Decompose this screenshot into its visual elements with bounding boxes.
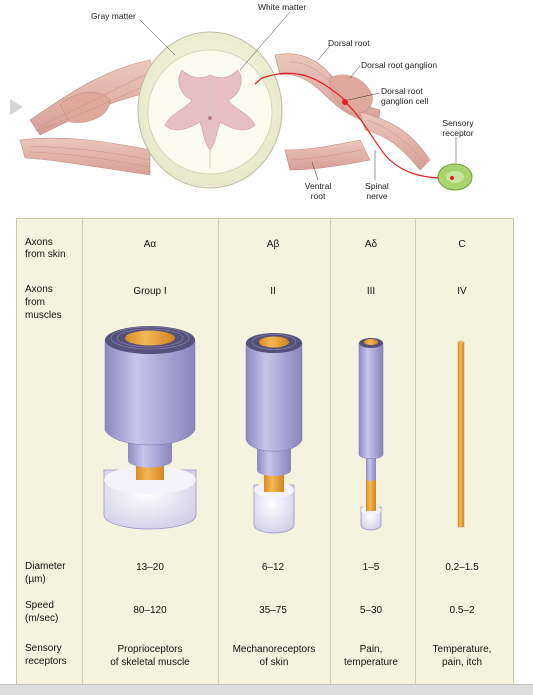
row-header-receptors-line2: receptors: [25, 656, 67, 667]
label-gray-matter: Gray matter: [91, 11, 136, 21]
cell-speed-c: 0.5–2: [449, 605, 475, 616]
cell-muscle-group-ii: II: [270, 286, 276, 297]
cell-diameter-a-beta: 6–12: [261, 562, 285, 573]
cell-skin-c: C: [458, 239, 466, 250]
label-white-matter: White matter: [258, 2, 307, 12]
cell-muscle-group-i: Group I: [133, 286, 167, 297]
right-spinal-nerve: [359, 111, 431, 171]
label-ganglion-cell-line2: ganglion cell: [381, 96, 429, 106]
cell-speed-a-delta: 5–30: [359, 605, 383, 616]
expand-arrow-icon[interactable]: [10, 99, 23, 115]
label-sensory-receptor-line2: receptor: [442, 128, 474, 138]
cell-diameter-a-alpha: 13–20: [136, 562, 164, 573]
column-divider: [218, 218, 219, 684]
row-header-muscle-line3: muscles: [25, 310, 62, 321]
cell-receptors-c-line1: Temperature,: [432, 644, 492, 655]
axon-a-beta: [245, 333, 303, 534]
label-spinal-nerve-line1: Spinal: [365, 181, 389, 191]
bottom-scroll-bar[interactable]: [0, 684, 533, 695]
right-ventral-root: [284, 139, 371, 171]
row-header-speed-line1: Speed: [25, 600, 54, 611]
cell-speed-a-beta: 35–75: [259, 605, 287, 616]
label-ventral-root-line1: Ventral: [304, 181, 332, 191]
cell-receptors-c-line2: pain, itch: [441, 657, 483, 668]
cell-receptors-a-delta-line1: Pain,: [359, 644, 383, 655]
row-header-muscle-line2: from: [25, 297, 45, 308]
cell-receptors-a-alpha-line2: of skeletal muscle: [110, 657, 190, 668]
column-divider: [82, 218, 83, 684]
left-nerve-ganglion: [59, 92, 111, 123]
label-dorsal-root-ganglion: Dorsal root ganglion: [361, 60, 438, 70]
cell-receptors-a-alpha-line1: Proprioceptors: [117, 644, 183, 655]
cell-muscle-group-iii: III: [366, 286, 376, 297]
label-dorsal-root: Dorsal root: [328, 38, 370, 48]
spinal-cord-illustration: [19, 11, 473, 191]
axon-a-alpha: [103, 326, 197, 530]
label-ventral-root-line2: root: [310, 191, 326, 201]
row-header-diameter-line2: (µm): [25, 574, 46, 585]
cell-skin-a-alpha: Aα: [143, 239, 157, 250]
row-header-skin-line1: Axons: [25, 237, 53, 248]
row-header-speed-line2: (m/sec): [25, 613, 59, 624]
axon-a-delta: [358, 338, 384, 531]
cell-speed-a-alpha: 80–120: [133, 605, 167, 616]
column-divider: [330, 218, 331, 684]
cell-skin-a-beta: Aβ: [266, 239, 280, 250]
cell-skin-a-delta: Aδ: [364, 239, 378, 250]
label-sensory-receptor-line1: Sensory: [442, 118, 474, 128]
cell-diameter-a-delta: 1–5: [362, 562, 380, 573]
column-divider: [415, 218, 416, 684]
cell-receptors-a-delta-line2: temperature: [344, 657, 398, 668]
row-header-diameter-line1: Diameter: [25, 561, 66, 572]
cell-receptors-a-beta-line1: Mechanoreceptors: [232, 644, 316, 655]
cell-diameter-c: 0.2–1.5: [445, 562, 479, 573]
row-header-muscle-line1: Axons: [25, 284, 53, 295]
cell-receptors-a-beta-line2: of skin: [259, 657, 289, 668]
row-header-receptors-line1: Sensory: [25, 643, 62, 654]
ganglion-cell-dot: [342, 99, 348, 105]
axon-c-fiber: [457, 340, 465, 528]
row-header-skin-line2: from skin: [25, 249, 66, 260]
label-spinal-nerve-line2: nerve: [366, 191, 388, 201]
right-dorsal-ganglion: [329, 74, 373, 114]
cell-muscle-group-iv: IV: [457, 286, 467, 297]
label-ganglion-cell-line1: Dorsal root: [381, 86, 423, 96]
